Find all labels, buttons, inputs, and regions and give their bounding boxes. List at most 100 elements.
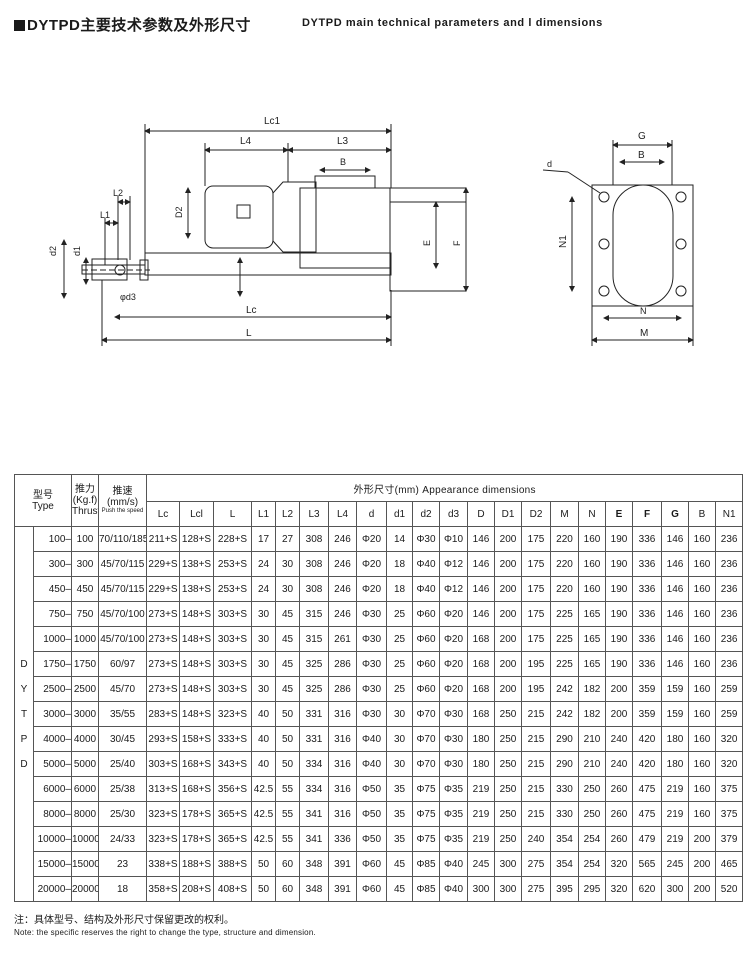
dimension-drawing: Lc1 L4 L3 B L2 L1 D2 d2 d1 φd3 E F Lc L … bbox=[48, 116, 694, 346]
dimension-cell: 395 bbox=[550, 876, 579, 902]
dimension-cell: 215 bbox=[521, 776, 551, 802]
dimension-cell: 178+S bbox=[179, 826, 214, 852]
label-l2: L2 bbox=[113, 188, 123, 198]
dimension-cell: 359 bbox=[632, 701, 662, 727]
dimension-cell: 160 bbox=[688, 801, 716, 827]
thrust-cell: 450 bbox=[71, 576, 99, 602]
dimension-cell: 290 bbox=[550, 726, 579, 752]
label-n: N bbox=[640, 306, 647, 316]
dimension-cell: Φ85 bbox=[412, 851, 440, 877]
dimension-cell: 200 bbox=[688, 851, 716, 877]
dimension-cell: 180 bbox=[661, 751, 689, 777]
dimension-cell: 159 bbox=[661, 676, 689, 702]
dimension-cell: 215 bbox=[521, 726, 551, 752]
dimension-cell: 195 bbox=[521, 651, 551, 677]
dimension-cell: 42.5 bbox=[251, 776, 276, 802]
speed-cell: 45/70/115 bbox=[98, 551, 147, 577]
dimension-cell: Φ70 bbox=[412, 726, 440, 752]
column-header: L3 bbox=[299, 501, 329, 527]
speed-cell: 18 bbox=[98, 876, 147, 902]
column-header: D1 bbox=[494, 501, 522, 527]
dimension-cell: 200 bbox=[494, 576, 522, 602]
series-letter: T bbox=[20, 708, 28, 720]
dimension-cell: 323+S bbox=[146, 826, 180, 852]
column-header: D2 bbox=[521, 501, 551, 527]
dimension-cell: 375 bbox=[714, 776, 744, 802]
dimension-cell: 333+S bbox=[213, 726, 252, 752]
dimension-cell: 148+S bbox=[179, 626, 214, 652]
dimension-cell: 391 bbox=[328, 851, 357, 877]
dimension-cell: Φ60 bbox=[412, 651, 440, 677]
type-cell: 100– bbox=[33, 526, 72, 552]
label-d1: d1 bbox=[72, 246, 82, 256]
dimension-cell: 225 bbox=[550, 651, 579, 677]
dimension-cell: 40 bbox=[251, 726, 276, 752]
speed-cell: 23 bbox=[98, 851, 147, 877]
thrust-cell: 100 bbox=[71, 526, 99, 552]
dimension-cell: 50 bbox=[275, 726, 300, 752]
dimension-cell: 190 bbox=[605, 651, 633, 677]
dimension-cell: 160 bbox=[578, 576, 606, 602]
thrust-header-unit: (Kg.f) bbox=[72, 495, 98, 506]
column-header: N bbox=[578, 501, 606, 527]
dimension-cell: 168 bbox=[467, 701, 495, 727]
column-header: d3 bbox=[439, 501, 468, 527]
dimension-cell: 273+S bbox=[146, 601, 180, 627]
dimension-cell: 215 bbox=[521, 701, 551, 727]
dimension-cell: 160 bbox=[578, 551, 606, 577]
dimension-cell: 17 bbox=[251, 526, 276, 552]
dimension-cell: 30 bbox=[275, 576, 300, 602]
dimension-cell: 391 bbox=[328, 876, 357, 902]
speed-cell: 24/33 bbox=[98, 826, 147, 852]
dimension-cell: 35 bbox=[386, 801, 413, 827]
label-d: d bbox=[547, 159, 552, 169]
dimension-cell: 275 bbox=[521, 851, 551, 877]
dimension-cell: 27 bbox=[275, 526, 300, 552]
dimension-cell: 210 bbox=[578, 726, 606, 752]
dimension-cell: 160 bbox=[688, 601, 716, 627]
dimension-cell: 336 bbox=[632, 626, 662, 652]
dimension-cell: 25 bbox=[386, 676, 413, 702]
dimension-cell: 168 bbox=[467, 651, 495, 677]
dimension-cell: Φ20 bbox=[439, 651, 468, 677]
dimension-cell: Φ30 bbox=[439, 701, 468, 727]
dimension-cell: 240 bbox=[605, 726, 633, 752]
dimension-cell: 180 bbox=[467, 751, 495, 777]
dimension-cell: Φ35 bbox=[439, 826, 468, 852]
dimension-cell: 42.5 bbox=[251, 801, 276, 827]
thrust-cell: 10000 bbox=[71, 826, 99, 852]
dimension-cell: 200 bbox=[494, 601, 522, 627]
dimension-cell: 315 bbox=[299, 601, 329, 627]
dimension-cell: 295 bbox=[578, 876, 606, 902]
type-cell: 8000– bbox=[33, 801, 72, 827]
dimension-cell: 146 bbox=[661, 626, 689, 652]
type-cell: 1000– bbox=[33, 626, 72, 652]
label-b-end: B bbox=[638, 150, 645, 161]
speed-cell: 35/55 bbox=[98, 701, 147, 727]
dimension-cell: 331 bbox=[299, 701, 329, 727]
dimension-cell: 200 bbox=[688, 826, 716, 852]
dimension-cell: 180 bbox=[467, 726, 495, 752]
dimension-cell: 300 bbox=[467, 876, 495, 902]
speed-cell: 45/70/115 bbox=[98, 576, 147, 602]
dimension-cell: 273+S bbox=[146, 651, 180, 677]
dimension-cell: 25 bbox=[386, 626, 413, 652]
speed-header-en: Push the speed bbox=[101, 508, 144, 514]
page-title: DYTPD主要技术参数及外形尺寸 bbox=[14, 14, 251, 35]
speed-header-unit: (mm/s) bbox=[106, 497, 139, 508]
dimension-cell: 316 bbox=[328, 701, 357, 727]
dimension-cell: 320 bbox=[714, 726, 744, 752]
label-lc1: Lc1 bbox=[264, 116, 281, 127]
type-cell: 2500– bbox=[33, 676, 72, 702]
dimension-cell: 420 bbox=[632, 726, 662, 752]
dimension-cell: 40 bbox=[251, 751, 276, 777]
dimension-cell: 159 bbox=[661, 701, 689, 727]
dimension-cell: 200 bbox=[494, 526, 522, 552]
dimension-cell: 138+S bbox=[179, 551, 214, 577]
